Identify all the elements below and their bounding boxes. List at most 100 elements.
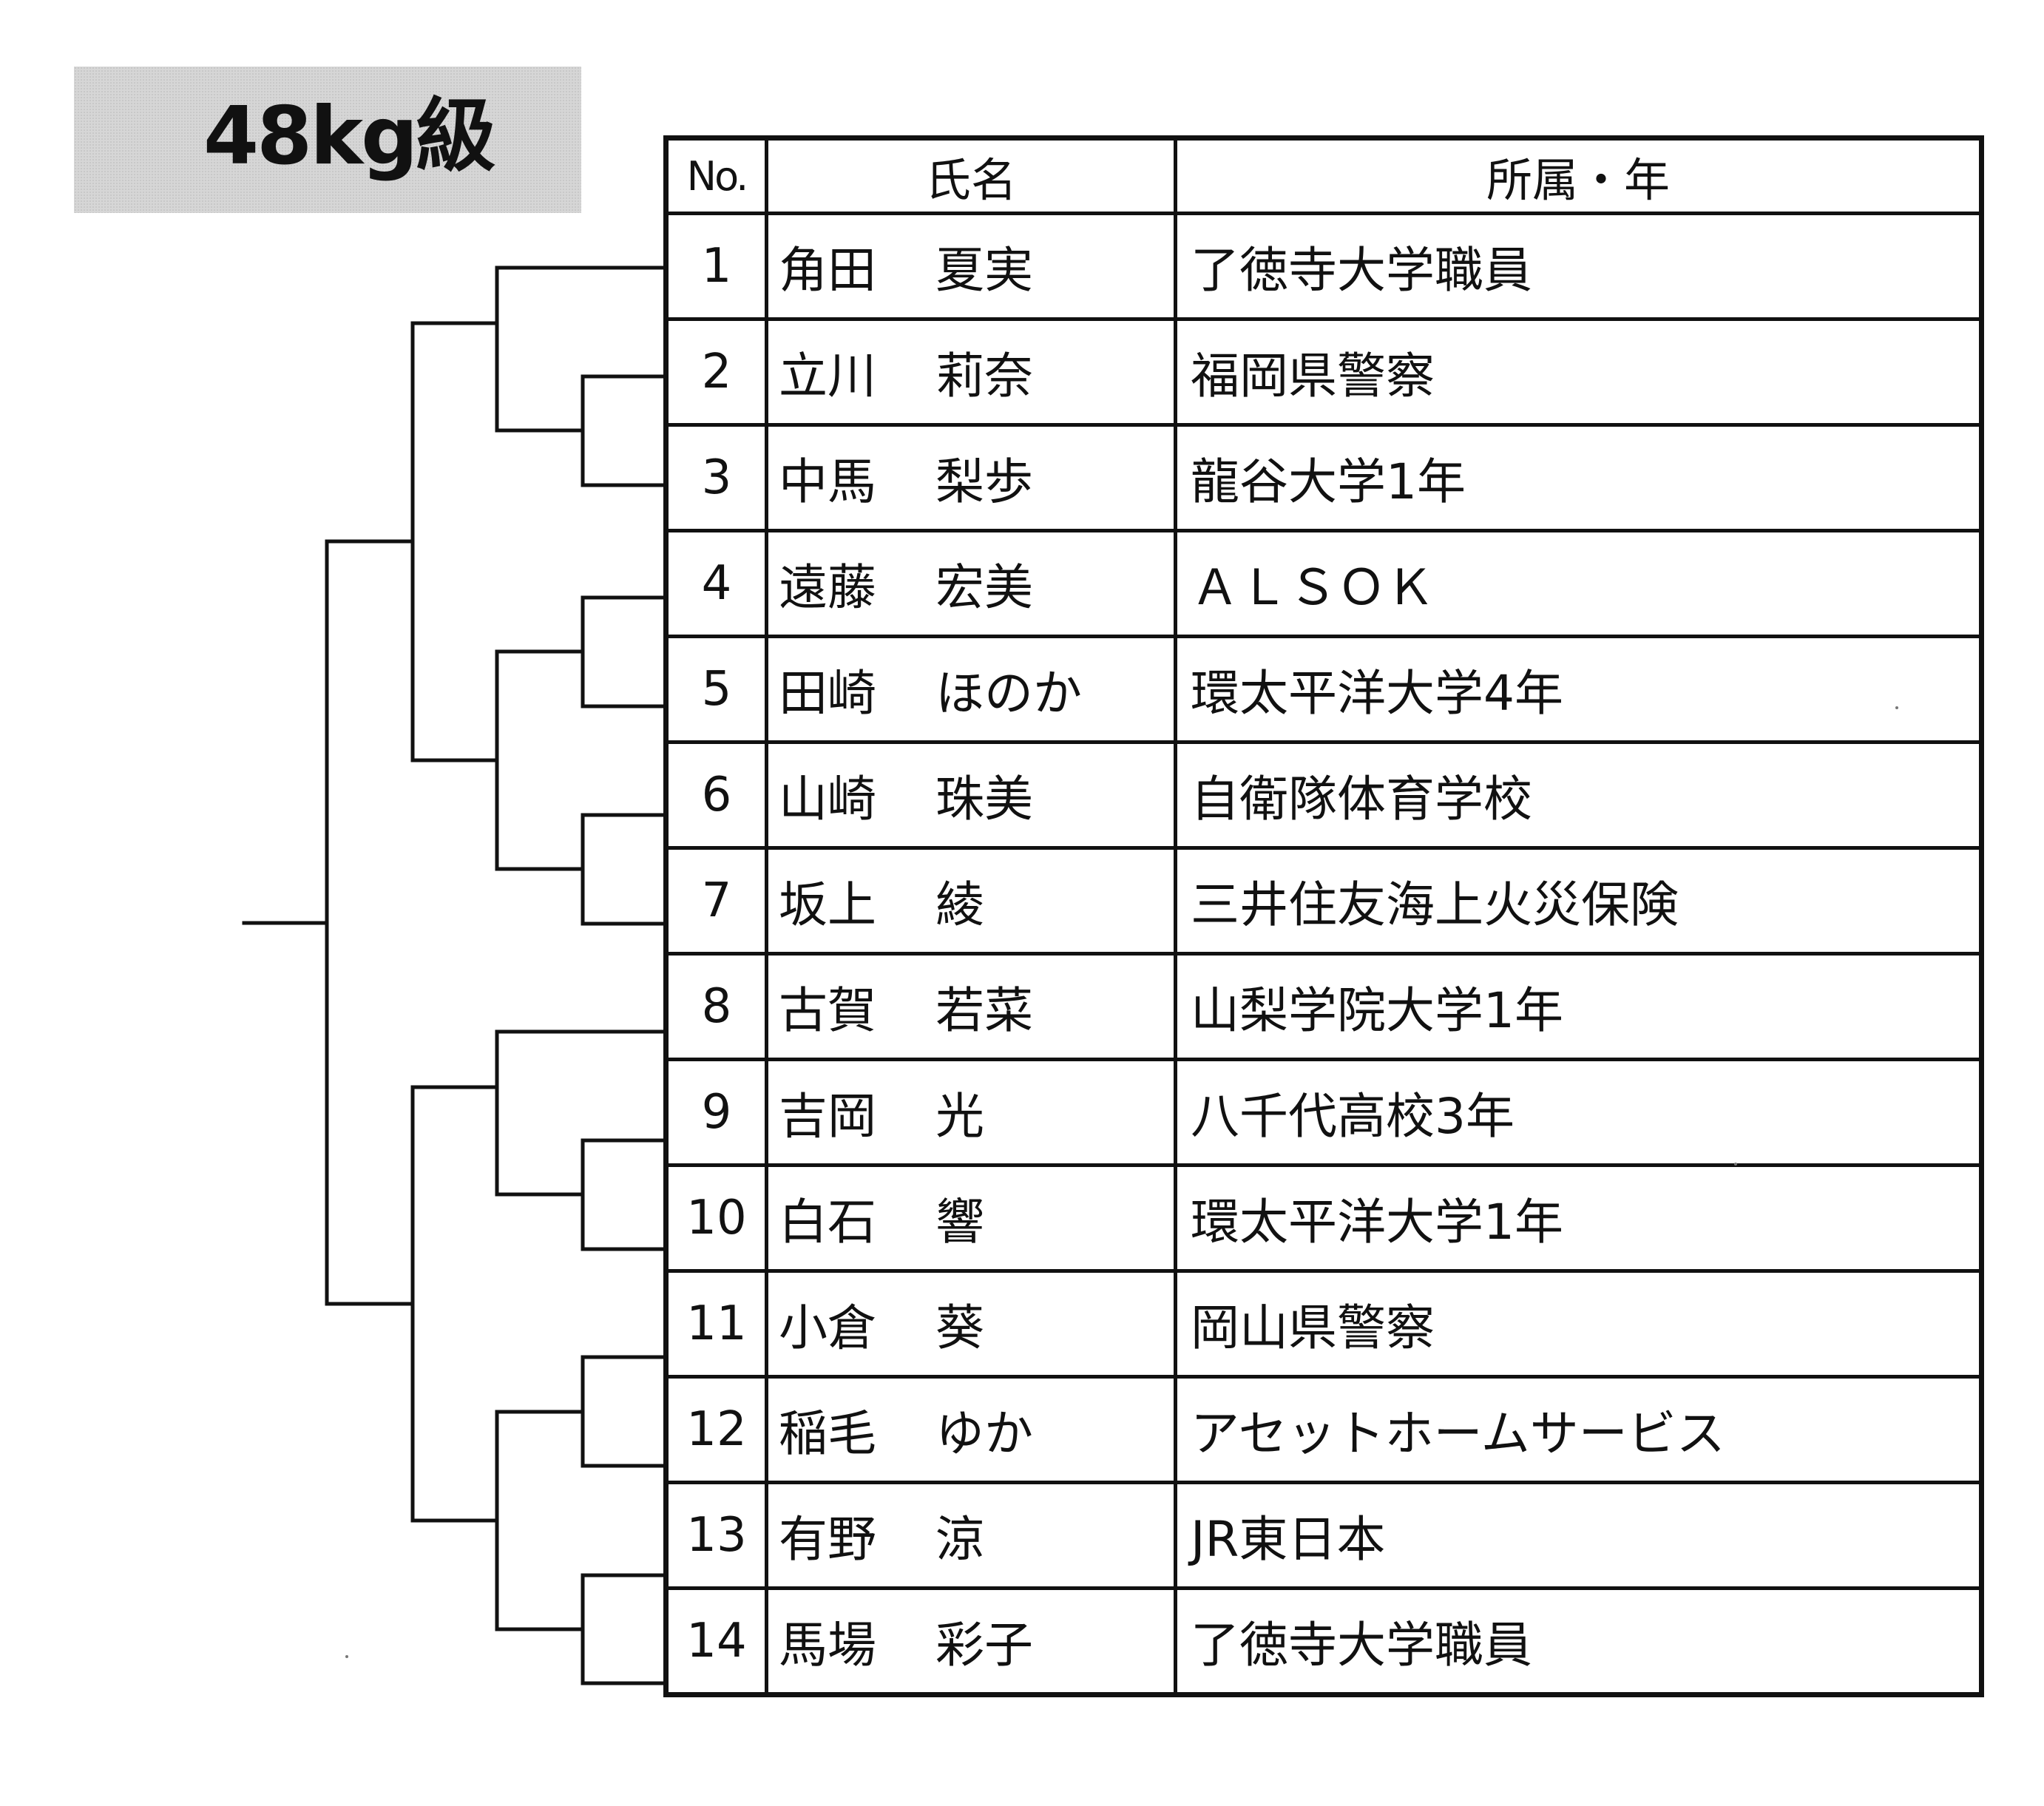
affiliation: ＡＬＳＯＫ	[1174, 529, 1983, 638]
entry-number: 5	[664, 635, 768, 744]
table-row: 9 吉岡 光 八千代高校3年	[664, 1058, 1983, 1167]
table-row: 7 坂上 綾 三井住友海上火災保険	[664, 846, 1983, 956]
given-name: 夏実	[935, 242, 1033, 299]
entry-number: 9	[664, 1058, 768, 1167]
entry-number: 3	[664, 423, 768, 532]
table-row: 2 立川 莉奈 福岡県警察	[664, 317, 1983, 427]
entry-number: 6	[664, 740, 768, 850]
family-name: 角田	[779, 242, 876, 299]
affiliation: 八千代高校3年	[1174, 1058, 1983, 1167]
athlete-name: 稲毛 ゆか	[765, 1375, 1177, 1484]
athlete-name: 遠藤 宏美	[765, 529, 1177, 638]
bracket-match-9-10	[581, 1138, 666, 1251]
table-row: 10 白石 響 環太平洋大学1年	[664, 1163, 1983, 1273]
given-name: 宏美	[935, 559, 1033, 616]
family-name: 吉岡	[779, 1088, 876, 1145]
bracket-match-8-vs-winner-9-10	[495, 1029, 666, 1197]
scan-speck	[1895, 706, 1898, 709]
athlete-name: 馬場 彩子	[765, 1586, 1177, 1697]
family-name: 山崎	[779, 771, 876, 828]
bracket-semifinal-bottom	[410, 1085, 499, 1523]
table-row: 1 角田 夏実 了徳寺大学職員	[664, 212, 1983, 321]
athlete-name: 坂上 綾	[765, 846, 1177, 956]
header-no: No.	[664, 136, 768, 215]
family-name: 坂上	[779, 876, 876, 933]
family-name: 有野	[779, 1511, 876, 1568]
weight-class-title: 48kg級	[203, 90, 495, 183]
entry-number: 2	[664, 317, 768, 427]
athlete-name: 小倉 葵	[765, 1269, 1177, 1379]
given-name: 彩子	[935, 1617, 1033, 1674]
bracket-semifinal-top	[410, 321, 499, 762]
entry-number: 7	[664, 846, 768, 956]
given-name: 涼	[935, 1511, 984, 1568]
given-name: 莉奈	[935, 348, 1033, 405]
entry-table: No. 氏名 所属・年 1 角田夏実 了徳寺大学職員 2 立川莉奈 福岡県警察 …	[663, 135, 1984, 1697]
table-row: 5 田崎ほのか 環太平洋大学4年	[664, 635, 1983, 744]
table-row: 6 山崎 珠美 自衛隊体育学校	[664, 740, 1983, 850]
table-row: 13 有野 涼 JR東日本	[664, 1481, 1983, 1590]
bracket-match-6-7	[581, 813, 666, 926]
affiliation: JR東日本	[1174, 1481, 1983, 1590]
header-affiliation: 所属・年	[1174, 136, 1983, 215]
entry-number: 8	[664, 952, 768, 1061]
given-name: 若菜	[935, 982, 1033, 1039]
weight-class-title-box: 48kg級	[74, 67, 581, 213]
table-row: 14 馬場 彩子 了徳寺大学職員	[664, 1586, 1983, 1697]
header-name: 氏名	[765, 136, 1177, 215]
athlete-name: 有野 涼	[765, 1481, 1177, 1590]
affiliation: 了徳寺大学職員	[1174, 212, 1983, 321]
bracket-match-11-12	[581, 1355, 666, 1468]
family-name: 白石	[779, 1194, 876, 1251]
given-name: 梨歩	[935, 453, 1033, 510]
athlete-name: 立川 莉奈	[765, 317, 1177, 427]
athlete-name: 角田 夏実	[765, 212, 1177, 321]
family-name: 小倉	[779, 1299, 876, 1356]
given-name: 珠美	[935, 771, 1033, 828]
family-name: 立川	[779, 348, 876, 405]
family-name: 馬場	[779, 1617, 876, 1674]
bracket-match-11-12-vs-13-14	[495, 1410, 585, 1631]
athlete-name: 山崎 珠美	[765, 740, 1177, 850]
entry-number: 12	[664, 1375, 768, 1484]
family-name: 中馬	[779, 453, 876, 510]
bracket-match-4-5	[581, 595, 666, 708]
entry-number: 10	[664, 1163, 768, 1273]
bracket-match-13-14	[581, 1573, 666, 1685]
given-name: 葵	[935, 1299, 984, 1356]
athlete-name: 白石 響	[765, 1163, 1177, 1273]
affiliation: 了徳寺大学職員	[1174, 1586, 1983, 1697]
athlete-name: 中馬 梨歩	[765, 423, 1177, 532]
scan-speck	[345, 1655, 348, 1658]
family-name: 田崎	[779, 665, 876, 722]
given-name: ほのか	[935, 665, 1082, 722]
bracket-match-1-vs-winner-2-3	[495, 266, 666, 433]
given-name: ゆか	[935, 1405, 1033, 1462]
entry-number: 1	[664, 212, 768, 321]
bracket-match-2-3	[581, 374, 666, 487]
affiliation: 三井住友海上火災保険	[1174, 846, 1983, 956]
given-name: 光	[935, 1088, 984, 1145]
given-name: 綾	[935, 876, 984, 933]
family-name: 遠藤	[779, 559, 876, 616]
table-row: 3 中馬 梨歩 龍谷大学1年	[664, 423, 1983, 532]
table-row: 4 遠藤 宏美 ＡＬＳＯＫ	[664, 529, 1983, 638]
family-name: 古賀	[779, 982, 876, 1039]
affiliation: アセットホームサービス	[1174, 1375, 1983, 1484]
athlete-name: 吉岡 光	[765, 1058, 1177, 1167]
family-name: 稲毛	[779, 1405, 876, 1462]
table-row: 8 古賀 若菜 山梨学院大学1年	[664, 952, 1983, 1061]
athlete-name: 古賀 若菜	[765, 952, 1177, 1061]
given-name: 響	[935, 1194, 984, 1251]
entry-number: 14	[664, 1586, 768, 1697]
affiliation: 山梨学院大学1年	[1174, 952, 1983, 1061]
affiliation: 自衛隊体育学校	[1174, 740, 1983, 850]
table-header-row: No. 氏名 所属・年	[664, 136, 1983, 215]
entry-number: 13	[664, 1481, 768, 1590]
affiliation: 環太平洋大学1年	[1174, 1163, 1983, 1273]
entry-number: 4	[664, 529, 768, 638]
bracket-final	[325, 539, 415, 1306]
affiliation: 龍谷大学1年	[1174, 423, 1983, 532]
affiliation: 福岡県警察	[1174, 317, 1983, 427]
